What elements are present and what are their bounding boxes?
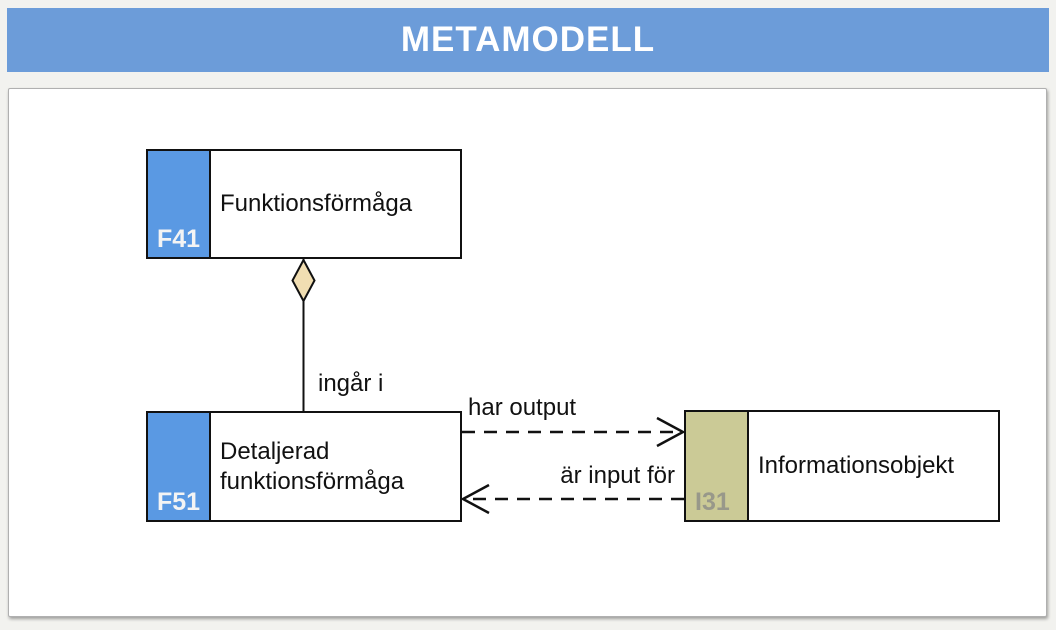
arrowhead-left-icon — [460, 483, 490, 515]
arrowhead-right-icon — [656, 416, 686, 448]
node-code-strip-f41: F41 — [148, 151, 211, 257]
page-title: METAMODELL — [400, 20, 656, 59]
node-code-i31: I31 — [695, 488, 730, 516]
node-informationsobjekt[interactable]: I31 Informationsobjekt — [684, 410, 1000, 522]
node-label-funktionsformaga: Funktionsförmåga — [220, 190, 413, 217]
node-code-strip-f51: F51 — [148, 413, 211, 520]
edge-label-har-output: har output — [468, 394, 577, 421]
node-code-f41: F41 — [157, 225, 201, 253]
node-code-strip-i31: I31 — [686, 412, 749, 520]
node-detaljerad-funktionsformaga[interactable]: F51 Detaljerad funktionsförmåga — [146, 411, 462, 522]
node-code-f51: F51 — [157, 488, 201, 516]
edge-label-ar-input-for: är input för — [560, 462, 675, 489]
aggregation-diamond-icon — [291, 257, 316, 304]
header-banner: METAMODELL — [7, 8, 1049, 72]
node-label-detaljerad-funktionsformaga: Detaljerad funktionsförmåga — [220, 437, 405, 495]
node-funktionsformaga[interactable]: F41 Funktionsförmåga — [146, 149, 462, 259]
edge-label-ingar-i: ingår i — [318, 370, 384, 397]
diagram-panel: F41 Funktionsförmåga F51 Detaljerad funk… — [8, 88, 1047, 617]
node-label-informationsobjekt: Informationsobjekt — [758, 452, 955, 479]
